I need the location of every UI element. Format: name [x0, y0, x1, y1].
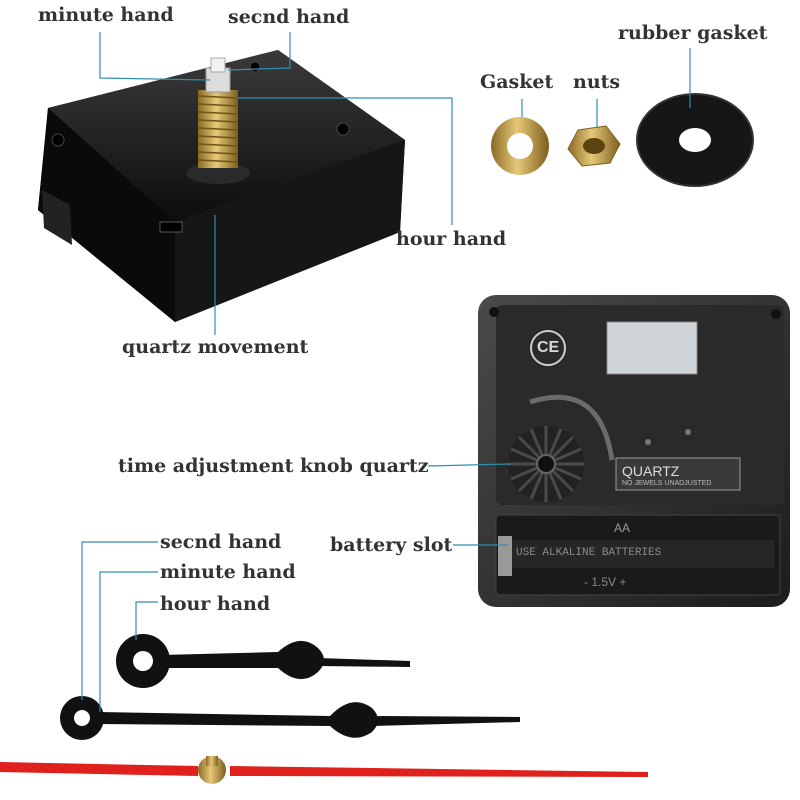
- minute-hand-graphic: [60, 696, 520, 740]
- label-top-minute-hand: minute hand: [38, 4, 174, 26]
- quartz-movement-front: [38, 50, 405, 322]
- label-gasket: Gasket: [480, 71, 554, 93]
- hour-hand-graphic: [116, 634, 410, 688]
- label-top-hour-hand: hour hand: [396, 228, 507, 250]
- label-quartz-movement: quartz movement: [122, 336, 309, 358]
- label-rubber-gasket: rubber gasket: [618, 22, 768, 44]
- battery-type-text: AA: [614, 521, 631, 535]
- battery-compartment: [495, 514, 781, 596]
- leader-lines: [81, 32, 691, 712]
- quartz-movement-back: [478, 295, 790, 607]
- label-bottom-second-hand: secnd hand: [160, 531, 282, 553]
- battery-voltage-text: - 1.5V +: [584, 575, 627, 589]
- adjustment-knob: [508, 426, 584, 502]
- brass-washer: [491, 117, 549, 175]
- ce-mark: CE: [537, 339, 560, 356]
- hex-nut: [567, 125, 621, 167]
- label-battery-slot: battery slot: [330, 534, 453, 556]
- battery-note-text: USE ALKALINE BATTERIES: [516, 547, 662, 559]
- brand-plate-subtext: NO JEWELS UNADJUSTED: [622, 480, 712, 487]
- hand-shaft: [197, 57, 239, 168]
- label-nuts: nuts: [573, 71, 621, 93]
- label-top-second-hand: secnd hand: [228, 6, 350, 28]
- brand-plate-text: QUARTZ: [622, 463, 680, 479]
- rubber-gasket-ring: [636, 93, 754, 187]
- label-bottom-hour-hand: hour hand: [160, 593, 271, 615]
- label-time-adjustment-knob: time adjustment knob quartz: [118, 455, 429, 477]
- label-bottom-minute-hand: minute hand: [160, 561, 296, 583]
- second-hand-graphic: [0, 756, 648, 784]
